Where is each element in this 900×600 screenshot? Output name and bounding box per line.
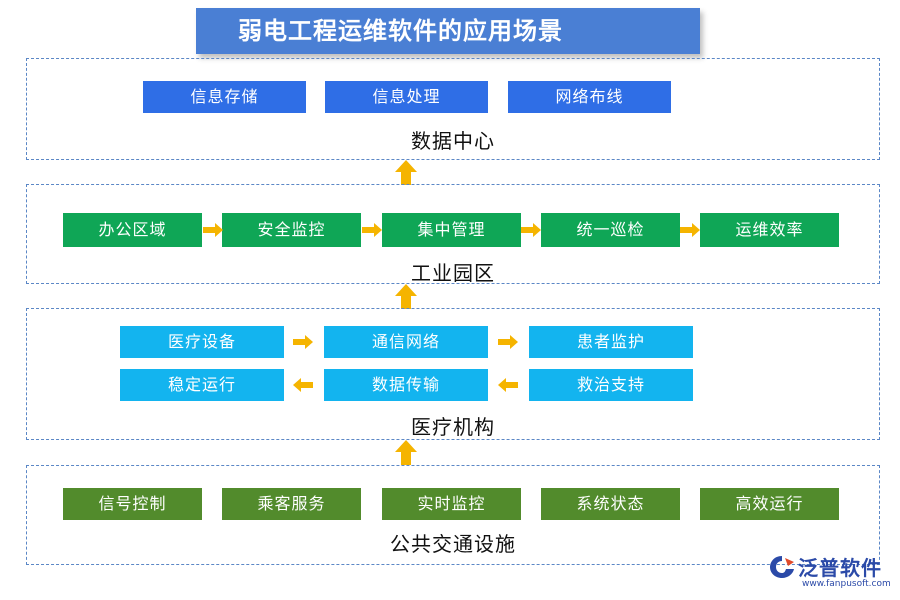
left-arrow-icon [498, 378, 518, 392]
right-arrow-icon [293, 335, 313, 349]
section-medical: 医疗设备 通信网络 患者监护 稳定运行 数据传输 救治支持 医疗机构 [26, 308, 880, 440]
industrial-item-office: 办公区域 [63, 213, 202, 247]
right-arrow-icon [203, 223, 223, 237]
medical-item-transfer: 数据传输 [324, 369, 488, 401]
section-data-center: 信息存储 信息处理 网络布线 数据中心 [26, 58, 880, 160]
transport-item-signal: 信号控制 [63, 488, 202, 520]
medical-item-monitoring: 患者监护 [529, 326, 693, 358]
transport-item-status: 系统状态 [541, 488, 680, 520]
medical-title: 医疗机构 [411, 415, 495, 439]
up-arrow-icon [395, 440, 417, 465]
transport-item-efficient: 高效运行 [700, 488, 839, 520]
medical-item-equipment: 医疗设备 [120, 326, 284, 358]
public-transport-title: 公共交通设施 [390, 532, 516, 556]
right-arrow-icon [498, 335, 518, 349]
logo-url: www.fanpusoft.com [802, 579, 891, 589]
section-industrial-park: 办公区域 安全监控 集中管理 统一巡检 运维效率 工业园区 [26, 184, 880, 285]
left-arrow-icon [293, 378, 313, 392]
page-title: 弱电工程运维软件的应用场景 [196, 8, 700, 54]
right-arrow-icon [362, 223, 382, 237]
transport-item-realtime: 实时监控 [382, 488, 521, 520]
right-arrow-icon [680, 223, 700, 237]
industrial-park-title: 工业园区 [411, 261, 495, 285]
medical-item-network: 通信网络 [324, 326, 488, 358]
up-arrow-icon [395, 284, 417, 309]
up-arrow-icon [395, 160, 417, 185]
transport-item-passenger: 乘客服务 [222, 488, 361, 520]
medical-item-treatment: 救治支持 [529, 369, 693, 401]
data-center-title: 数据中心 [411, 129, 495, 153]
industrial-item-inspection: 统一巡检 [541, 213, 680, 247]
right-arrow-icon [521, 223, 541, 237]
data-center-item-processing: 信息处理 [325, 81, 488, 113]
section-public-transport: 信号控制 乘客服务 实时监控 系统状态 高效运行 公共交通设施 [26, 465, 880, 565]
medical-item-stable: 稳定运行 [120, 369, 284, 401]
industrial-item-central: 集中管理 [382, 213, 521, 247]
fanpu-logo: 泛普软件 www.fanpusoft.com [768, 552, 892, 596]
industrial-item-security: 安全监控 [222, 213, 361, 247]
industrial-item-efficiency: 运维效率 [700, 213, 839, 247]
fanpu-logo-icon [770, 556, 794, 578]
logo-name: 泛普软件 [798, 556, 882, 580]
data-center-item-cabling: 网络布线 [508, 81, 671, 113]
data-center-item-storage: 信息存储 [143, 81, 306, 113]
